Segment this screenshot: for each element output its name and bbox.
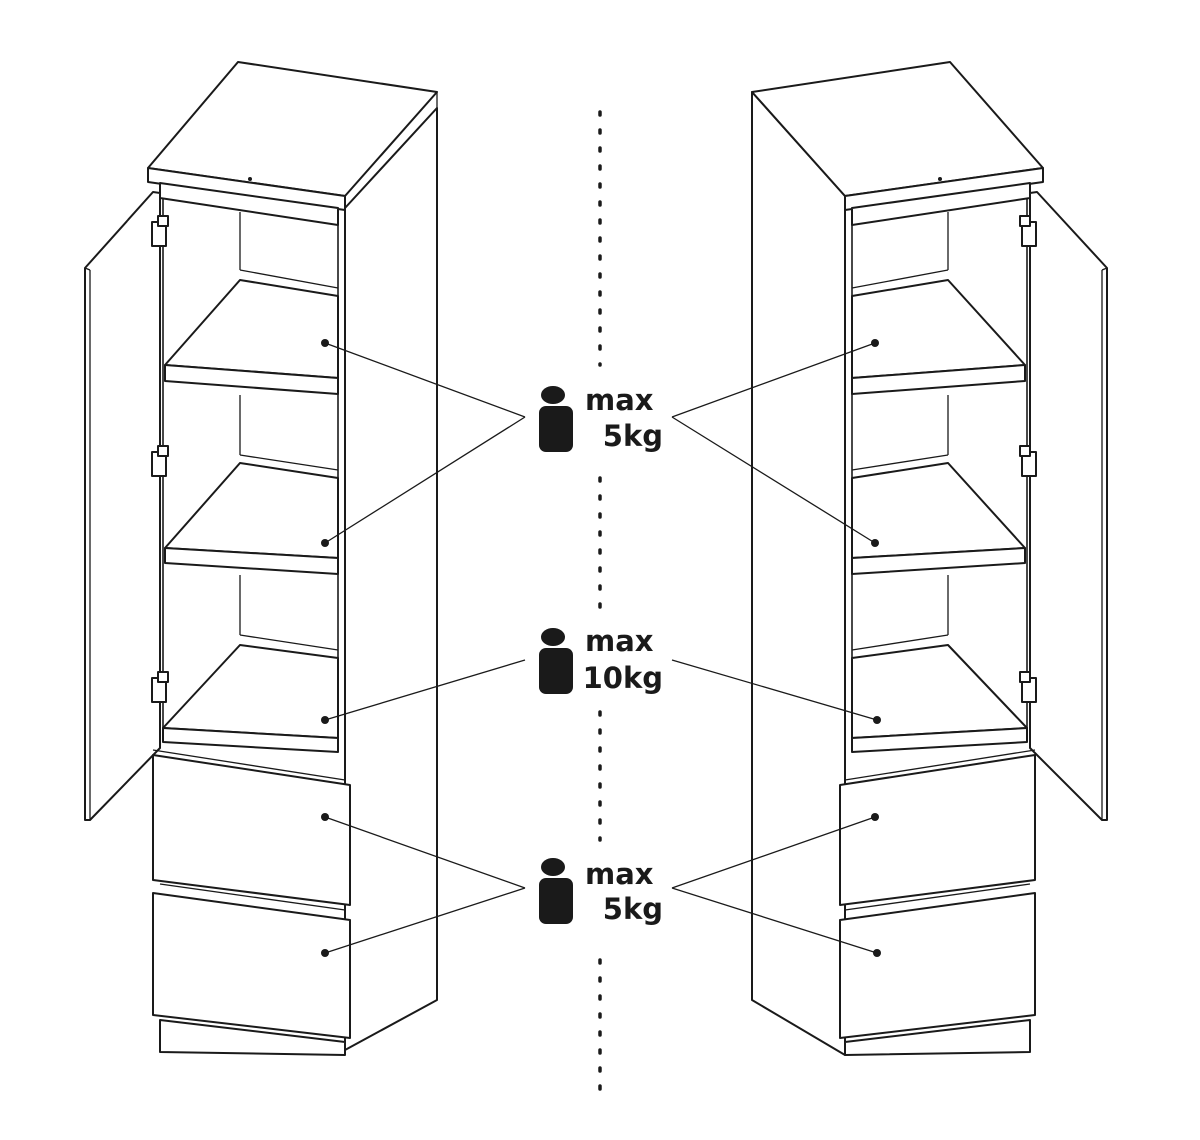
left-shelf-1-point [321, 339, 329, 347]
right-cabinet-floor [851, 644, 1028, 739]
top-max-label: max [585, 383, 654, 417]
left-cabinet-side-panel [344, 107, 438, 1051]
bottom-weight-label: 5kg [603, 892, 663, 926]
right-drawer-1 [839, 754, 1036, 906]
weight-icon [539, 386, 573, 452]
right-hinges [1019, 215, 1037, 703]
right-cabinet-door [1029, 191, 1108, 821]
right-shelf-1-point [871, 339, 879, 347]
right-cabinet [751, 61, 1108, 1056]
right-cabinet-top-edge [844, 167, 1044, 211]
top-weight-label: 5kg [603, 419, 663, 453]
right-shelf-1 [851, 279, 1026, 379]
left-drawer-2-point [321, 949, 329, 957]
leader-lines [321, 339, 881, 957]
left-cabinet-floor [162, 644, 339, 739]
right-drawer-2 [839, 892, 1036, 1039]
left-shelf-2-point [321, 539, 329, 547]
right-cabinet-side-panel [751, 91, 846, 1056]
left-floor-point [321, 716, 329, 724]
top-weight-group: max 5kg [539, 383, 663, 453]
left-cabinet [84, 61, 438, 1056]
weight-icon [539, 628, 573, 694]
bottom-weight-group: max 5kg [539, 857, 663, 926]
right-shelf-2-point [871, 539, 879, 547]
left-drawer-1-point [321, 813, 329, 821]
middle-weight-label: 10kg [583, 661, 663, 695]
weight-icon [539, 858, 573, 924]
left-shelf-2 [164, 462, 339, 559]
left-hinges [151, 215, 169, 703]
middle-weight-group: max 10kg [539, 624, 663, 695]
right-drawer-1-point [871, 813, 879, 821]
bottom-max-label: max [585, 857, 654, 891]
right-cabinet-plinth [844, 1019, 1031, 1056]
right-drawer-2-point [873, 949, 881, 957]
left-cabinet-plinth [159, 1019, 346, 1056]
middle-max-label: max [585, 624, 654, 658]
left-drawer-1 [152, 754, 351, 906]
left-drawer-2 [152, 892, 351, 1039]
left-shelf-1 [164, 279, 339, 379]
right-floor-point [873, 716, 881, 724]
left-cabinet-door [84, 191, 161, 821]
